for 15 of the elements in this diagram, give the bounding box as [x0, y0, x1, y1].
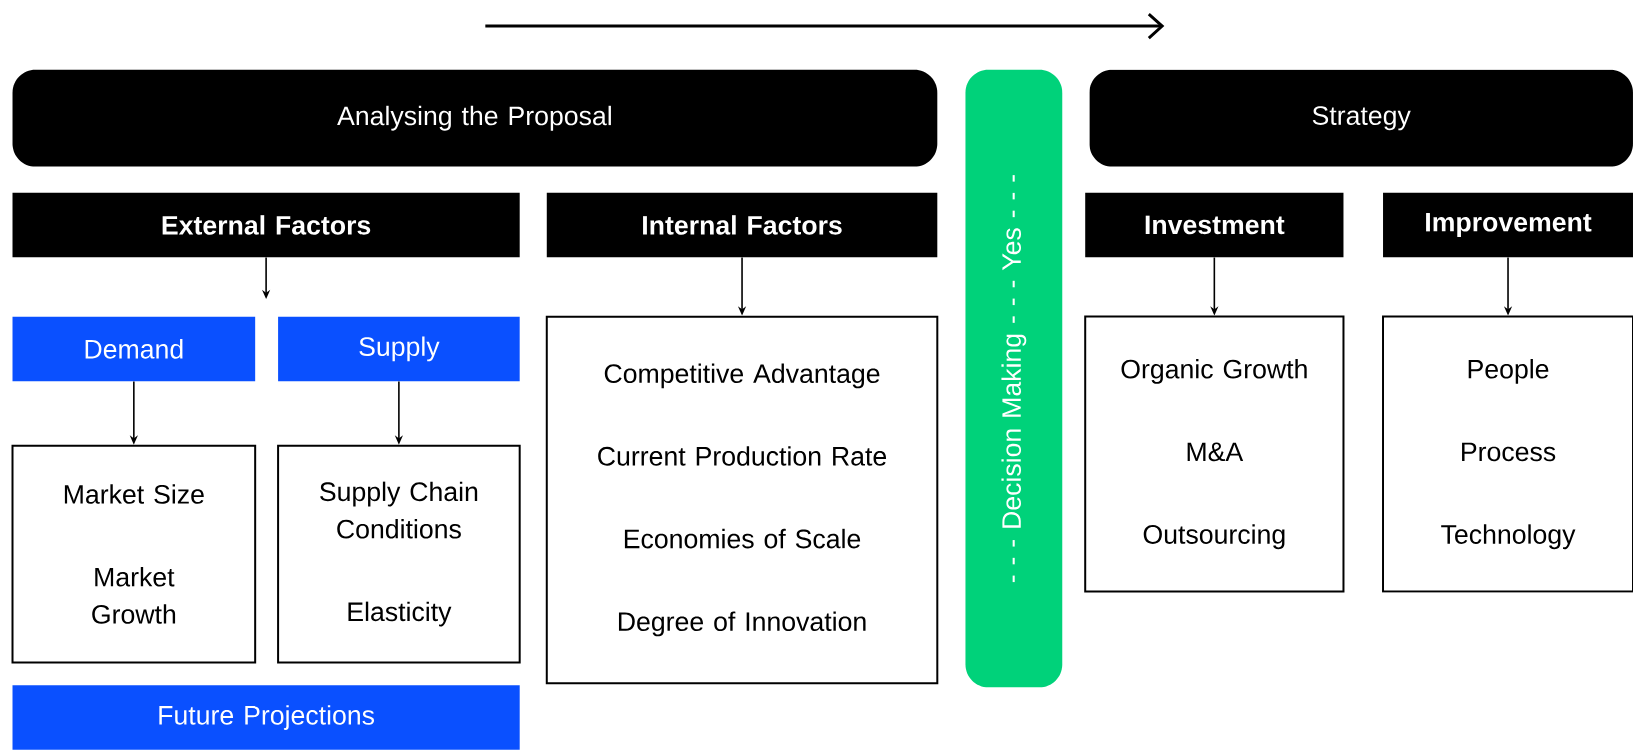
category-box: Future Projections: [12, 685, 520, 750]
heading-bar: Analysing the Proposal: [12, 69, 938, 167]
category-box: Supply: [278, 316, 520, 382]
item-box: People Process Technology: [1382, 315, 1633, 593]
category-box: Investment: [1085, 192, 1344, 258]
category-box: Internal Factors: [546, 192, 938, 258]
item-box: Supply Chain Conditions Elasticity: [277, 444, 521, 664]
item-box: Organic Growth M&A Outsourcing: [1084, 315, 1345, 593]
category-box: External Factors: [12, 192, 520, 258]
item-box: Competitive Advantage Current Production Rate Economies of Scale Degree of Innovation: [545, 315, 939, 685]
item-box: Market Size Market Growth: [11, 444, 257, 664]
category-box: Improvement: [1383, 192, 1633, 258]
decision-bar: - - - Decision Making - - - Yes - - -: [965, 69, 1063, 688]
heading-bar: Strategy: [1089, 69, 1633, 167]
category-box: Demand: [12, 316, 256, 382]
